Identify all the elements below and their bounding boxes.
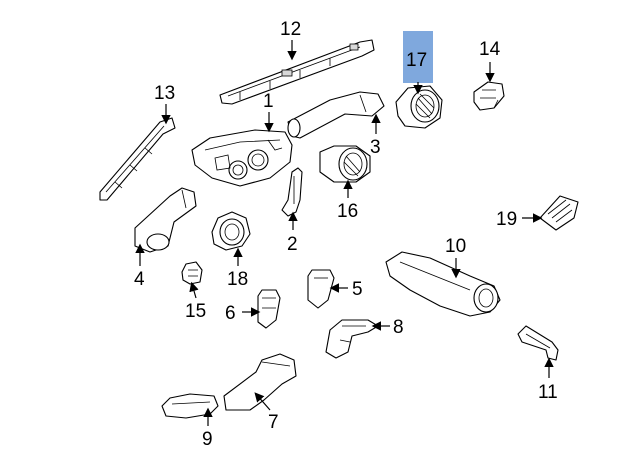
callout-6[interactable]: 6: [225, 303, 236, 324]
callout-1[interactable]: 1: [263, 91, 274, 112]
callout-19[interactable]: 19: [496, 209, 517, 230]
part-11-bracket[interactable]: [517, 325, 559, 361]
callout-10[interactable]: 10: [445, 236, 466, 257]
part-12-upper-duct[interactable]: [219, 39, 375, 105]
leader-15: [189, 281, 199, 299]
callout-15[interactable]: 15: [185, 301, 206, 322]
part-18-round-vent[interactable]: [211, 211, 251, 251]
part-13-side-duct[interactable]: [99, 117, 176, 201]
part-19-vent-grille[interactable]: [539, 195, 579, 231]
part-17-round-outlet[interactable]: [395, 85, 443, 129]
part-3-center-duct[interactable]: [287, 91, 385, 139]
callout-5[interactable]: 5: [352, 279, 363, 300]
callout-9[interactable]: 9: [202, 429, 213, 450]
callout-14[interactable]: 14: [479, 39, 501, 60]
callout-13[interactable]: 13: [154, 83, 175, 104]
part-1-vent-housing[interactable]: [191, 129, 293, 187]
callout-3[interactable]: 3: [370, 137, 381, 158]
part-4-floor-duct[interactable]: [134, 187, 197, 253]
leader-7: [254, 392, 271, 411]
callout-4[interactable]: 4: [134, 269, 145, 290]
part-14-side-outlet[interactable]: [473, 81, 505, 111]
part-15-small-vent[interactable]: [181, 261, 203, 285]
callout-2[interactable]: 2: [287, 234, 298, 255]
part-9-lower-left-duct[interactable]: [161, 393, 219, 419]
callout-16[interactable]: 16: [337, 201, 358, 222]
callout-7[interactable]: 7: [268, 412, 279, 433]
part-6-small-duct[interactable]: [257, 289, 281, 329]
part-7-lower-duct[interactable]: [223, 353, 297, 411]
callout-11[interactable]: 11: [538, 382, 558, 403]
callout-17-highlight: [403, 31, 433, 83]
part-5-connector[interactable]: [307, 269, 335, 309]
callout-12[interactable]: 12: [280, 19, 301, 40]
part-10-large-duct[interactable]: [385, 251, 501, 317]
callout-18[interactable]: 18: [227, 269, 248, 290]
callout-17[interactable]: 17: [406, 50, 427, 71]
part-16-round-register[interactable]: [319, 145, 371, 183]
callout-8[interactable]: 8: [393, 317, 404, 338]
part-2-bracket[interactable]: [281, 167, 303, 217]
part-8-curved-duct[interactable]: [325, 319, 379, 359]
